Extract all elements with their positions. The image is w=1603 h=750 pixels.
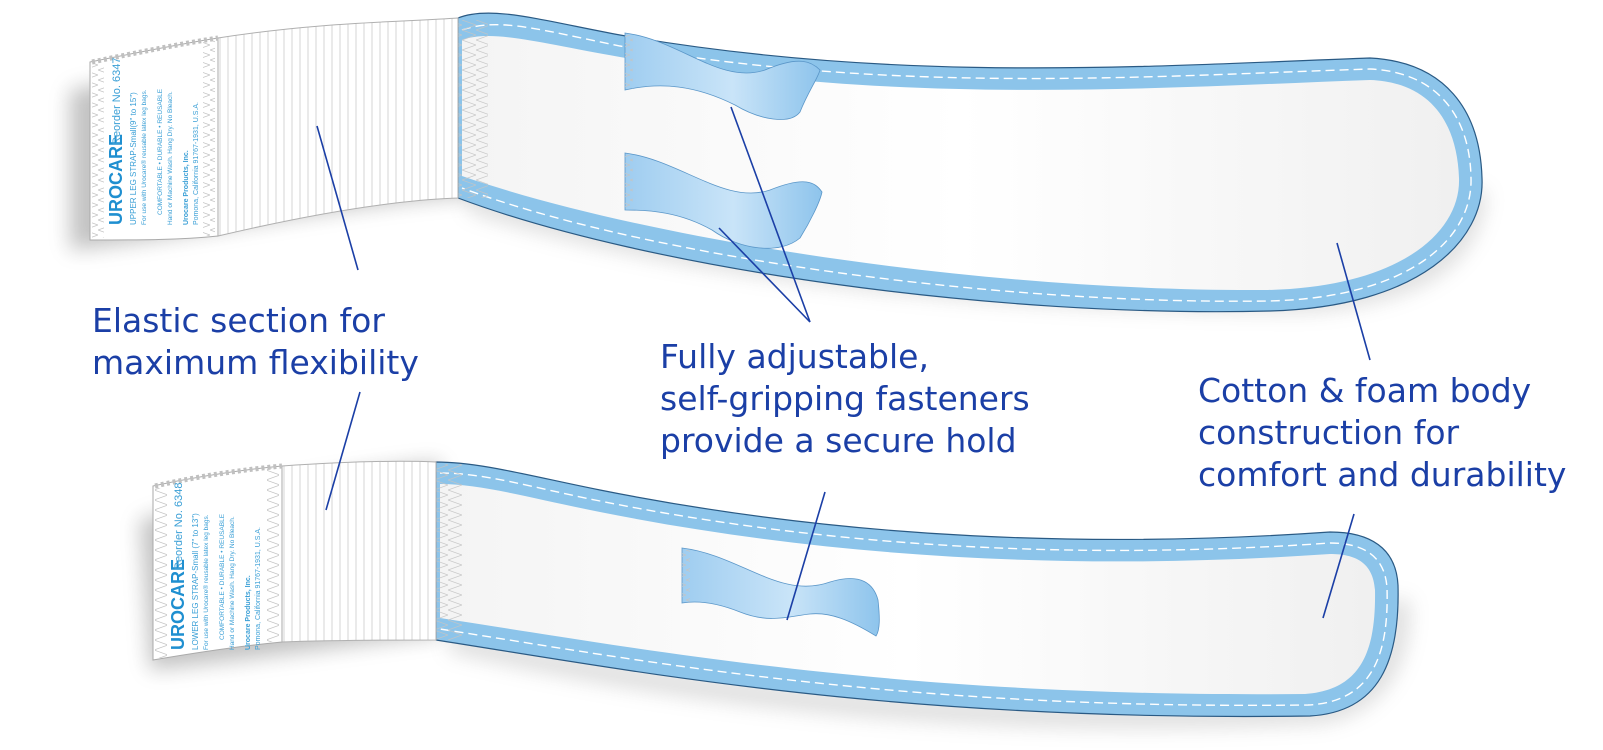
upper-label-company: Urocare Products, Inc.	[183, 150, 190, 225]
leader-fastener-lower	[786, 491, 826, 621]
leader-fastener-upper-bottom	[718, 227, 811, 323]
upper-label-zigzag-right	[203, 40, 215, 236]
lower-label-features: COMFORTABLE • DURABLE • REUSABLE	[219, 513, 226, 640]
upper-leg-strap: UROCARE Reorder No. 6347 UPPER LEG STRAP…	[70, 12, 1486, 313]
lower-strap-body	[440, 484, 1376, 695]
leader-elastic-lower	[325, 391, 361, 511]
lower-label-care: Hand or Machine Wash. Hang Dry. No Bleac…	[229, 516, 236, 650]
upper-fastener-bottom	[624, 152, 823, 249]
upper-fastener-top	[624, 32, 821, 120]
lower-label-compat: For use with Urocare® reusable latex leg…	[202, 514, 210, 650]
upper-label-title: UPPER LEG STRAP-Small(9" to 15")	[129, 92, 138, 225]
lower-leg-strap: UROCARE Reorder No. 6348 LOWER LEG STRAP…	[140, 460, 1410, 728]
upper-strap-label-tab	[89, 37, 219, 241]
callout-body-line-2: construction for	[1198, 413, 1460, 452]
callout-body-line-3: comfort and durability	[1198, 455, 1567, 494]
callout-elastic-line-1: Elastic section for	[92, 301, 385, 340]
lower-label-zigzag-right	[267, 468, 279, 642]
upper-strap-stitching	[461, 24, 1472, 302]
leader-elastic-upper	[316, 125, 359, 271]
lower-strap-seam	[436, 464, 462, 640]
lower-fastener-seam	[682, 550, 690, 602]
callout-elastic-line-2: maximum flexibility	[92, 343, 419, 382]
lower-label-reorder: Reorder No. 6348	[173, 483, 185, 570]
leader-body-upper	[1336, 242, 1371, 361]
leader-lines	[316, 106, 1371, 621]
upper-label-features: COMFORTABLE • DURABLE • REUSABLE	[157, 88, 164, 215]
callout-fasteners-line-3: provide a secure hold	[660, 421, 1017, 460]
lower-label-company: Urocare Products, Inc.	[245, 575, 252, 650]
leader-fastener-upper-top	[730, 106, 811, 323]
callout-fasteners-line-1: Fully adjustable,	[660, 337, 929, 376]
upper-label-care: Hand or Machine Wash. Hang Dry. No Bleac…	[167, 91, 174, 225]
upper-strap-printed-label: UROCARE Reorder No. 6347 UPPER LEG STRAP…	[106, 58, 200, 225]
leader-body-lower	[1322, 513, 1355, 619]
upper-label-address: Pomona, California 91767-1931, U.S.A.	[193, 102, 200, 225]
upper-label-compat: For use with Urocare® reusable latex leg…	[140, 89, 148, 225]
lower-label-zigzag-top	[154, 463, 283, 489]
callout-body-line-1: Cotton & foam body	[1198, 371, 1532, 410]
callout-elastic-section: Elastic section for maximum flexibility	[92, 300, 419, 384]
lower-label-zigzag-left	[155, 488, 167, 658]
upper-label-brand: UROCARE	[106, 134, 126, 225]
callout-fasteners-line-2: self-gripping fasteners	[660, 379, 1030, 418]
callout-fasteners: Fully adjustable, self-gripping fastener…	[660, 336, 1030, 462]
upper-fastener-bottom-seam	[625, 155, 633, 209]
upper-strap-fasteners	[624, 32, 823, 249]
lower-label-address: Pomona, California 91767-1931, U.S.A.	[255, 527, 262, 650]
lower-strap-elastic	[281, 460, 437, 643]
upper-label-reorder: Reorder No. 6347	[111, 58, 123, 145]
upper-fastener-top-seam	[625, 35, 633, 89]
upper-label-zigzag-left	[92, 64, 104, 238]
lower-fastener	[681, 547, 880, 637]
upper-strap-seam	[458, 20, 488, 198]
upper-strap-elastic	[217, 17, 459, 237]
lower-strap-stitching	[439, 472, 1388, 707]
callout-body-construction: Cotton & foam body construction for comf…	[1198, 370, 1566, 496]
lower-label-title: LOWER LEG STRAP-Small (7" to 13")	[191, 513, 200, 650]
lower-strap-printed-label: UROCARE Reorder No. 6348 LOWER LEG STRAP…	[168, 483, 262, 650]
lower-label-brand: UROCARE	[168, 559, 188, 650]
